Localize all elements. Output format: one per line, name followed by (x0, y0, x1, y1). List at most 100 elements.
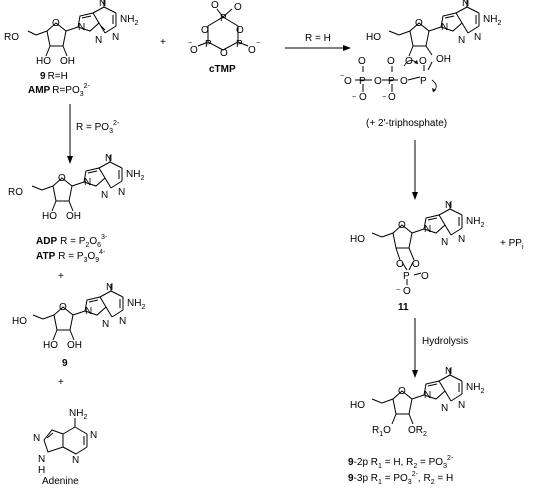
hydrolysis-label: Hydrolysis (422, 336, 468, 347)
ctmp-minus-2: − (188, 40, 192, 47)
condition-r-h: R = H (305, 33, 331, 44)
ctmp-p1: P (220, 13, 227, 24)
triphosphate-intermediate-structure (355, 0, 480, 93)
intermediate-oh: OH (436, 54, 451, 65)
intermediate-pc: P (420, 76, 427, 87)
c9-left-ho3: HO (43, 340, 58, 351)
ctmp-p2: P (236, 39, 243, 50)
c9-left-nh2: NH2 (127, 298, 145, 311)
intermediate-o-bridge-2: O (400, 76, 408, 87)
intermediate-nh2: NH2 (483, 14, 501, 27)
adenine-label: Adenine (42, 476, 79, 487)
compound-11-structure (371, 202, 463, 285)
intermediate-n1: N (474, 32, 481, 43)
adenine-n1: N (90, 430, 97, 441)
product-n3: N (441, 403, 448, 414)
adenine-n7: N (33, 433, 40, 444)
c9-left-n9: N (85, 306, 92, 317)
c11-n1: N (458, 234, 465, 245)
n9-atom: N (78, 22, 85, 33)
intermediate-pc-o: O (419, 56, 427, 67)
intermediate-pb-o: O (387, 56, 395, 67)
product-9-2p-3p-structure (371, 368, 463, 425)
c11-o2: O (412, 259, 420, 270)
ctmp-minus-3: − (256, 40, 260, 47)
nh2-group: NH2 (120, 14, 138, 27)
c9-left-n1: N (119, 316, 126, 327)
intermediate-pb: P (388, 76, 395, 87)
condition-r-po3: R = PO32- (76, 120, 120, 135)
intermediate-ring-o: O (415, 18, 423, 29)
adp-ro: RO (8, 187, 23, 198)
intermediate-ho: HO (366, 32, 381, 43)
adp-ho: HO (42, 211, 57, 222)
ctmp-ring-o3: O (220, 48, 228, 59)
product-9-3p-label: 9-3p R1 = PO32-, R2 = H (348, 471, 453, 486)
adp-n9: N (84, 177, 91, 188)
intermediate-n7: N (462, 0, 469, 9)
intermediate-minus-b: − (352, 94, 356, 101)
c11-ring-o: O (398, 220, 406, 231)
intermediate-o-minus-c: O (388, 92, 396, 103)
adenine-nh2: NH2 (69, 408, 87, 421)
adenine-h: H (38, 465, 45, 476)
c11-o3: O (396, 259, 404, 270)
c11-n3: N (441, 237, 448, 248)
plus-9-adenine: + (58, 377, 64, 388)
c11-nh2: NH2 (466, 216, 484, 229)
compound-11-label: 11 (398, 302, 409, 313)
intermediate-o-minus-a: O (344, 76, 352, 87)
triphosphate-note: (+ 2'-triphosphate) (366, 118, 447, 129)
c11-p: P (403, 271, 410, 282)
adp-atp-structure (31, 155, 123, 212)
intermediate-n9: N (441, 22, 448, 33)
ctmp-minus-1: − (209, 0, 213, 4)
ctmp-o-p2: O (248, 45, 256, 56)
product-n9: N (424, 390, 431, 401)
product-n1: N (458, 400, 465, 411)
c11-minus: − (396, 287, 400, 294)
ctmp-o-p3: O (190, 45, 198, 56)
adenine-n9: N (38, 454, 45, 465)
intermediate-pa-o: O (358, 56, 366, 67)
intermediate-o-bridge-1: O (374, 76, 382, 87)
product-ring-o: O (398, 386, 406, 397)
intermediate-minus-c: − (382, 94, 386, 101)
ctmp-structure (197, 8, 249, 51)
product-9-2p-label: 9-2p R1 = H, R2 = PO32- (348, 455, 454, 470)
intermediate-n3: N (458, 35, 465, 46)
c11-n9: N (424, 224, 431, 235)
ro-atom: RO (4, 32, 19, 43)
ctmp-label: cTMP (209, 64, 236, 75)
adp-n7: N (105, 153, 112, 164)
c11-ho: HO (350, 234, 365, 245)
ctmp-o-minus: O (211, 0, 219, 11)
compound-9-structure-left (32, 284, 124, 341)
product-n7: N (445, 366, 452, 377)
adp-oh: OH (66, 211, 81, 222)
adp-ring-o: O (58, 173, 66, 184)
intermediate-pa: P (359, 76, 366, 87)
adp-nh2: NH2 (126, 169, 144, 182)
n7-atom: N (99, 0, 106, 9)
plus-sign: + (160, 37, 166, 48)
product-or2: OR2 (408, 425, 427, 438)
c9-left-ring-o: O (59, 302, 67, 313)
c11-p-o-minus: O (403, 286, 411, 297)
adenine-structure (43, 418, 88, 455)
ring-oxygen: O (52, 18, 60, 29)
compound-9-amp-structure (27, 0, 117, 57)
compound-9-label-left: 9 (62, 358, 68, 369)
ctmp-ring-o1: O (236, 25, 244, 36)
hydroxyl-3: HO (36, 56, 51, 67)
c9-left-ho: HO (12, 316, 27, 327)
intermediate-o3: O (405, 56, 413, 67)
adp-n1: N (118, 187, 125, 198)
c9-left-n7: N (106, 282, 113, 293)
intermediate-minus-a: − (340, 73, 344, 80)
ctmp-o-double: O (234, 2, 242, 13)
